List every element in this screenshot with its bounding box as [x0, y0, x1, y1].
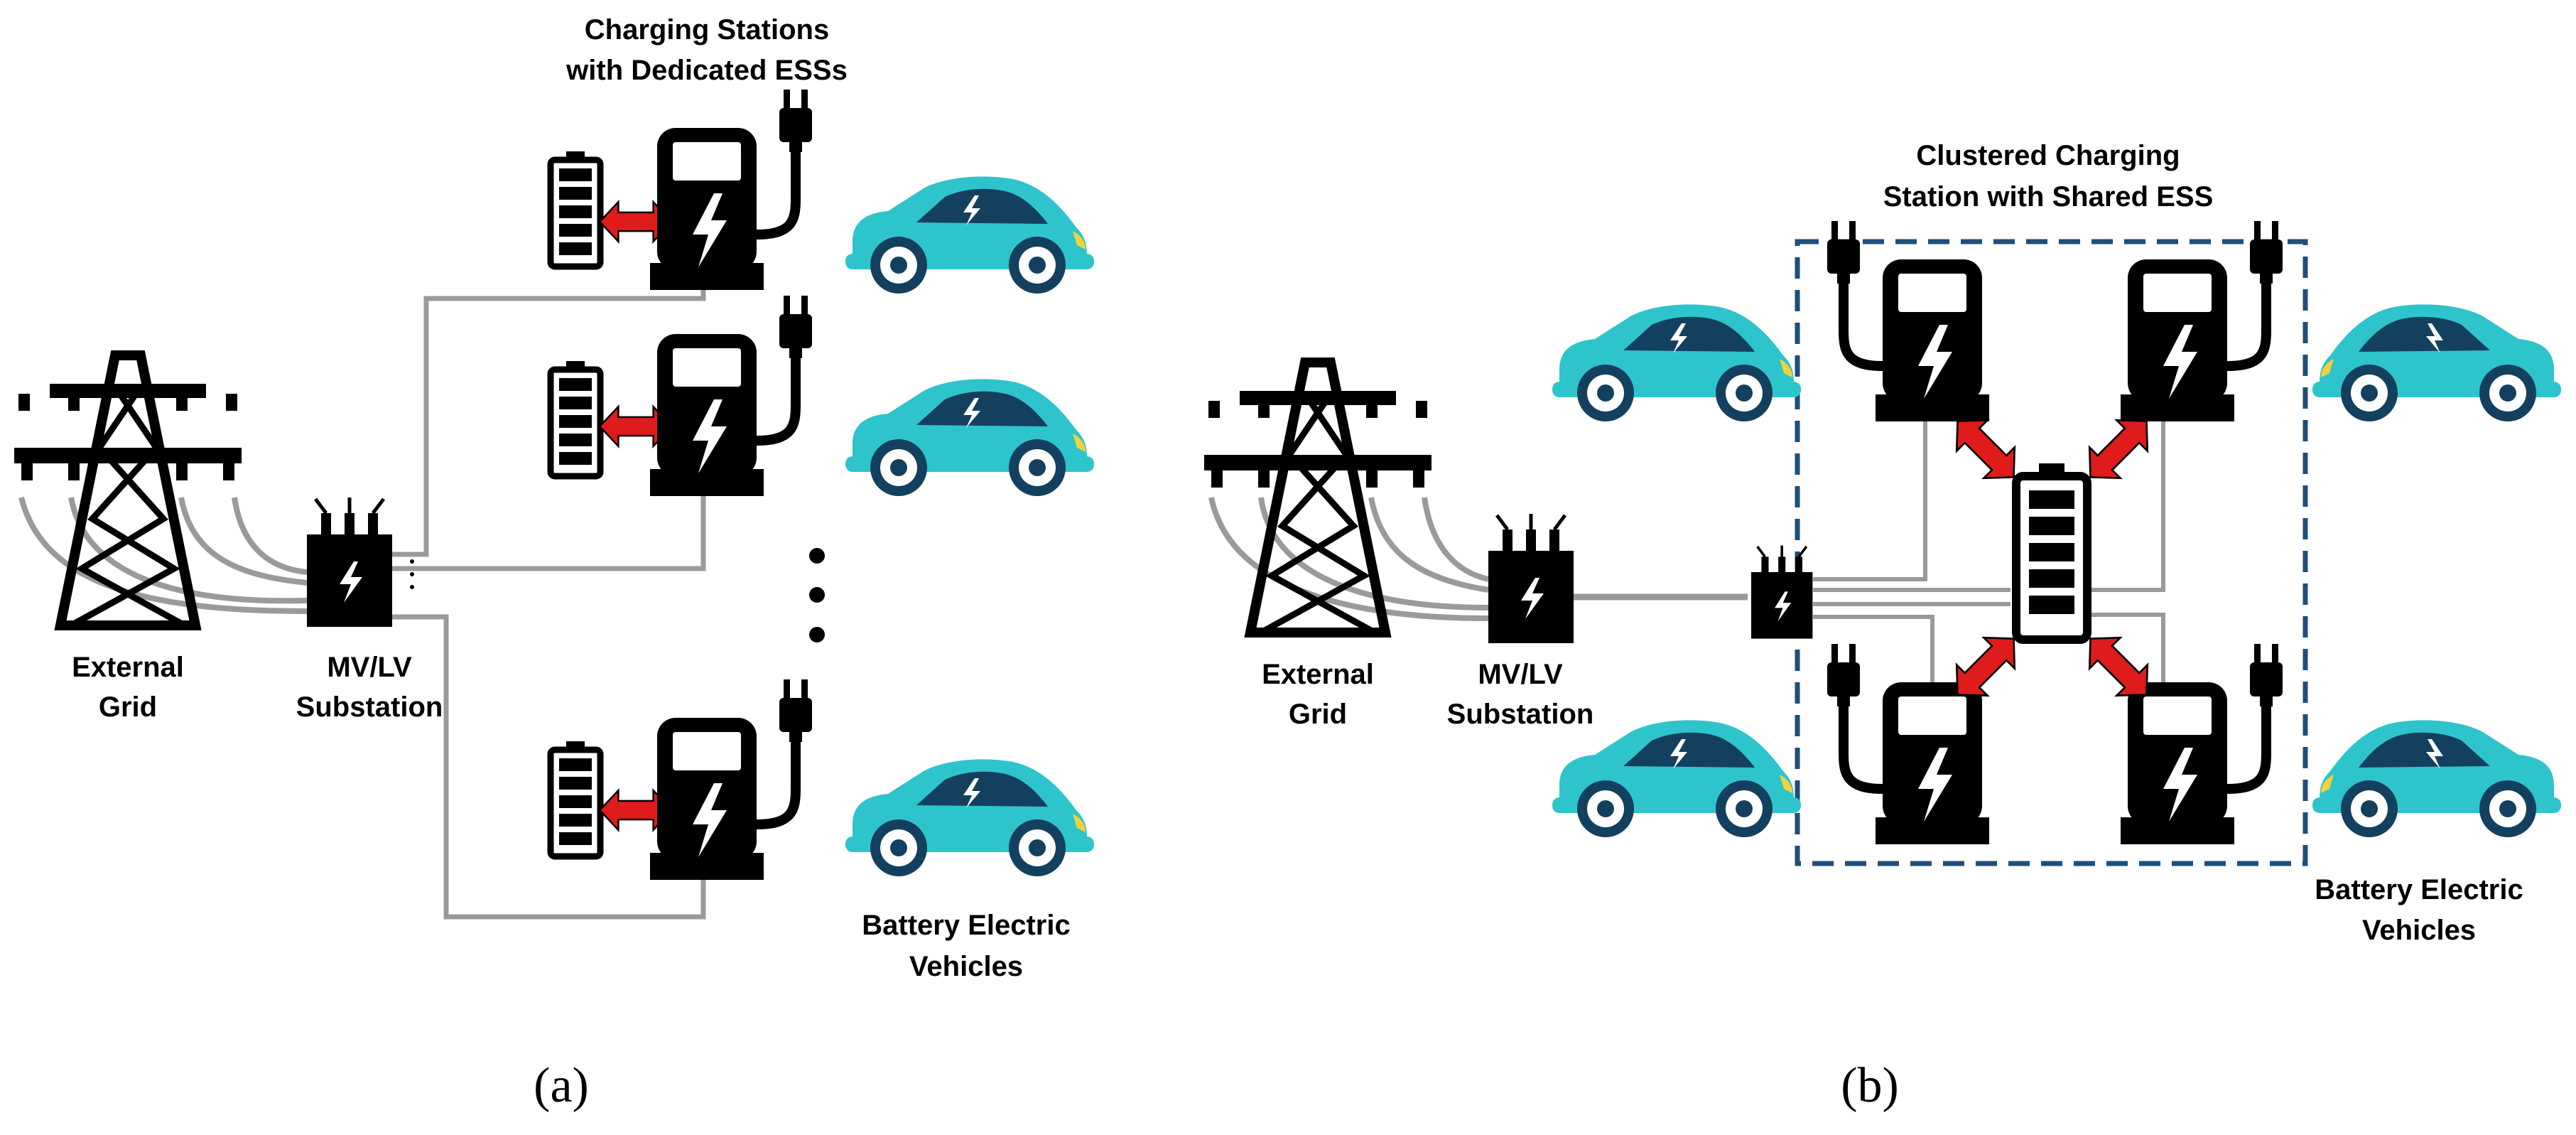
charging-cable-icon — [757, 679, 812, 824]
charger-dispenser-icon — [650, 718, 764, 880]
charging-cable-icon — [757, 90, 812, 235]
bev-label-line1: Battery Electric — [2315, 874, 2523, 905]
charging-station-2 — [551, 296, 1094, 496]
bev-label-line2: Vehicles — [909, 951, 1023, 982]
charger-dispenser-icon — [1876, 259, 1989, 421]
transmission-tower-icon — [14, 355, 242, 625]
cluster-label-line1: Clustered Charging — [1916, 140, 2180, 171]
panel-b: Clustered Charging Station with Shared E… — [1204, 140, 2561, 1113]
more-stations-ellipsis-icon — [809, 548, 825, 642]
grid-label-line2: Grid — [1289, 699, 1347, 730]
grid-label-line1: External — [72, 652, 184, 683]
substation-ellipsis-icon — [410, 559, 414, 589]
substation-label-line1: MV/LV — [327, 652, 412, 683]
shared-ess-battery-icon — [2012, 463, 2091, 644]
charger-dispenser-icon — [2121, 682, 2234, 844]
charging-station-3 — [551, 679, 1094, 880]
ess-battery-icon — [551, 361, 600, 476]
charging-cable-icon — [757, 296, 812, 441]
stations-label-line2: with Dedicated ESSs — [565, 55, 848, 86]
transmission-tower-icon — [1204, 362, 1432, 633]
bev-label-line1: Battery Electric — [862, 910, 1070, 941]
grid-label-line2: Grid — [99, 692, 157, 723]
charging-cable-icon — [1827, 644, 1883, 789]
charger-dispenser-icon — [2121, 259, 2234, 421]
panel-b-caption: (b) — [1841, 1058, 1899, 1113]
ess-battery-icon — [551, 741, 600, 856]
cluster-feeder-lines — [1813, 370, 2165, 718]
substation-icon — [307, 497, 392, 627]
electric-car-icon — [1552, 720, 1801, 837]
grid-label-line1: External — [1262, 659, 1374, 690]
bev-label-line2: Vehicles — [2362, 915, 2476, 946]
substation-label-line1: MV/LV — [1478, 659, 1563, 690]
cluster-charger-top-right — [2121, 221, 2283, 421]
cluster-transformer-icon — [1750, 544, 1814, 640]
substation-icon — [1488, 514, 1574, 643]
electric-car-icon — [845, 379, 1094, 496]
electric-car-icon — [845, 176, 1094, 294]
charging-cable-icon — [2227, 644, 2283, 789]
cluster-label-line2: Station with Shared ESS — [1883, 181, 2214, 213]
charger-dispenser-icon — [650, 128, 764, 290]
electric-car-icon — [2312, 304, 2561, 421]
electric-car-icon — [845, 759, 1094, 876]
panel-a-caption: (a) — [534, 1058, 589, 1113]
cluster-charger-top-left — [1827, 221, 1989, 421]
stations-label-line1: Charging Stations — [585, 14, 829, 45]
electric-car-icon — [1552, 304, 1801, 421]
substation-label-line2: Substation — [1447, 699, 1594, 730]
charger-dispenser-icon — [1876, 682, 1989, 844]
electric-car-icon — [2312, 720, 2561, 837]
ess-battery-icon — [551, 151, 600, 267]
cluster-boundary — [1795, 239, 2308, 866]
charging-station-1 — [551, 90, 1094, 294]
charger-dispenser-icon — [650, 334, 764, 496]
panel-a: Charging Stations with Dedicated ESSs Ex… — [14, 14, 1094, 1113]
substation-label-line2: Substation — [296, 692, 443, 723]
